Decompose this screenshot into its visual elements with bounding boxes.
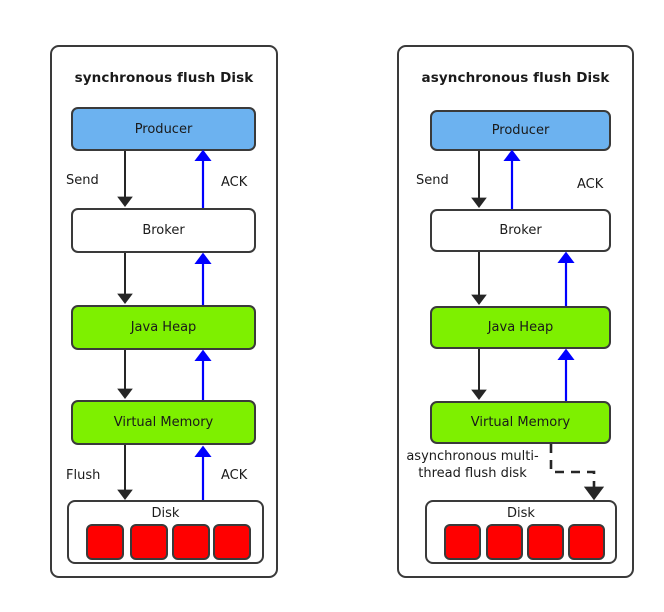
disk-cell[interactable] [486, 524, 523, 560]
node-java-heap-async[interactable]: Java Heap [430, 306, 611, 349]
edge-label-send-async: Send [416, 173, 449, 188]
disk-cell[interactable] [130, 524, 168, 560]
node-broker-async[interactable]: Broker [430, 209, 611, 252]
node-broker-sync[interactable]: Broker [71, 208, 256, 253]
disk-cell[interactable] [213, 524, 251, 560]
disk-cell[interactable] [568, 524, 605, 560]
panel-asynchronous-title: asynchronous flush Disk [421, 70, 610, 86]
edge-label-ack-bottom-sync: ACK [221, 468, 248, 483]
node-virtual-memory-async[interactable]: Virtual Memory [430, 401, 611, 444]
disk-cell[interactable] [172, 524, 210, 560]
disk-cell[interactable] [444, 524, 481, 560]
node-java-heap-sync[interactable]: Java Heap [71, 305, 256, 350]
edge-label-ack-top-async: ACK [577, 177, 604, 192]
edge-label-flush-sync: Flush [66, 468, 101, 483]
disk-cell[interactable] [527, 524, 564, 560]
disk-group-async: Disk [425, 500, 617, 564]
edge-label-send-sync: Send [66, 173, 99, 188]
edge-label-async-flush: asynchronous multi-thread flush disk [406, 449, 539, 481]
edge-label-ack-top-sync: ACK [221, 175, 248, 190]
disk-group-sync: Disk [67, 500, 264, 564]
disk-cell[interactable] [86, 524, 124, 560]
node-producer-sync[interactable]: Producer [71, 107, 256, 151]
disk-label-async: Disk [507, 506, 535, 521]
node-producer-async[interactable]: Producer [430, 110, 611, 151]
disk-label-sync: Disk [151, 506, 180, 521]
node-virtual-memory-sync[interactable]: Virtual Memory [71, 400, 256, 445]
panel-synchronous-title: synchronous flush Disk [74, 70, 254, 86]
